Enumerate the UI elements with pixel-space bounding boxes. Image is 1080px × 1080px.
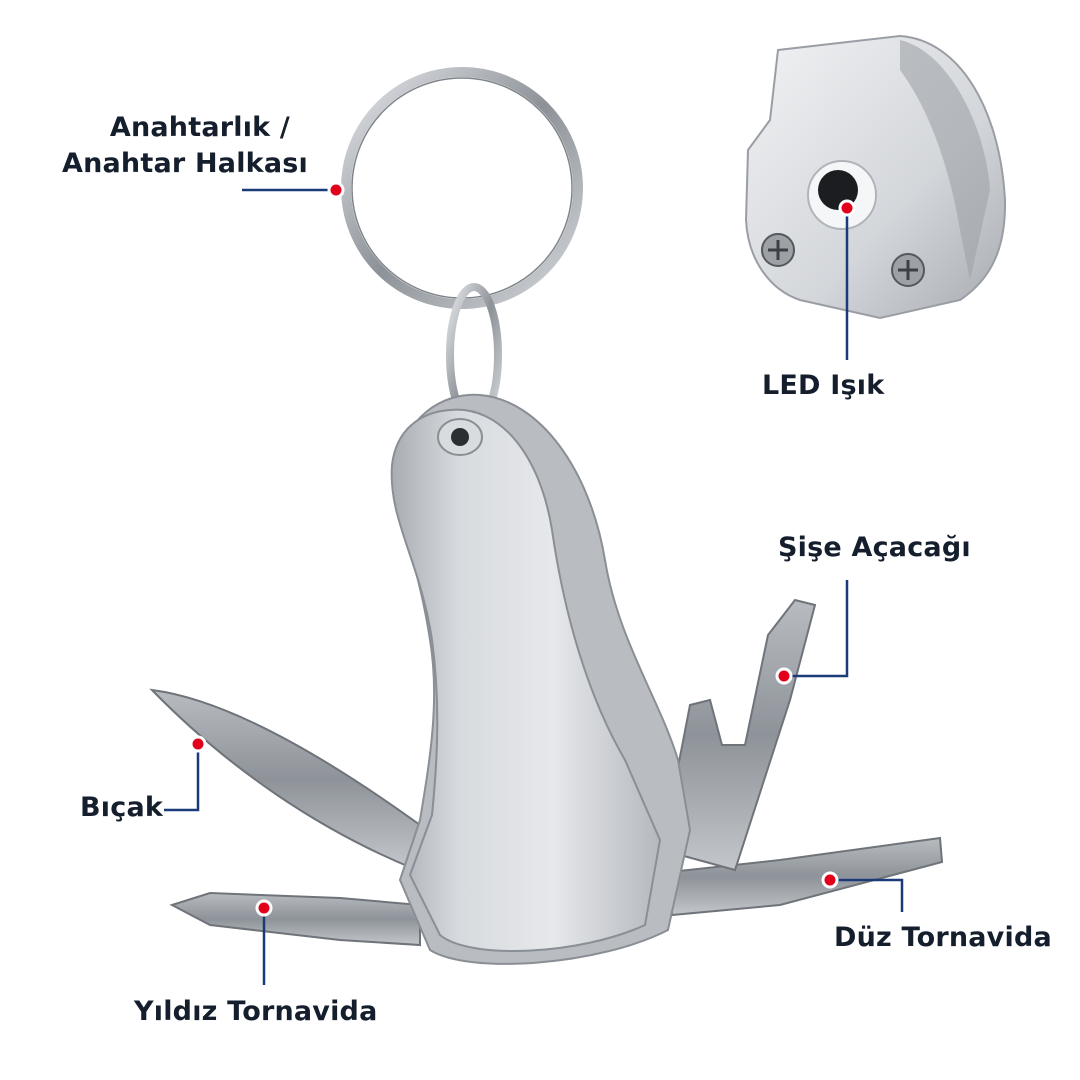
marker-bottle-opener (775, 667, 793, 685)
led-closeup (744, 34, 1007, 320)
label-flat-screwdriver: Düz Tornavida (834, 922, 1052, 953)
bottle-opener (660, 598, 817, 872)
marker-keyring (327, 181, 345, 199)
knife-blade (149, 688, 422, 870)
marker-knife (189, 735, 207, 753)
phillips-screwdriver (169, 891, 421, 947)
label-keyring-line1: Anahtarlık / (109, 112, 290, 143)
tool-body (390, 393, 692, 965)
label-bottle-opener: Şişe Açacağı (778, 532, 971, 563)
leader-knife (164, 744, 200, 812)
leader-bottle-opener (784, 580, 849, 678)
label-led: LED Işık (762, 370, 885, 401)
marker-dots (189, 181, 856, 917)
label-keyring-line2: Anahtar Halkası (62, 148, 308, 179)
label-keyring: Anahtarlık / Anahtar Halkası (62, 110, 308, 182)
label-knife: Bıçak (80, 792, 164, 823)
key-ring (341, 67, 583, 427)
marker-led (838, 199, 856, 217)
leader-flat-screwdriver (830, 878, 904, 912)
leader-lines (164, 188, 904, 985)
label-phillips-screwdriver: Yıldız Tornavida (134, 996, 378, 1027)
marker-phillips-screwdriver (255, 899, 273, 917)
marker-flat-screwdriver (821, 871, 839, 889)
